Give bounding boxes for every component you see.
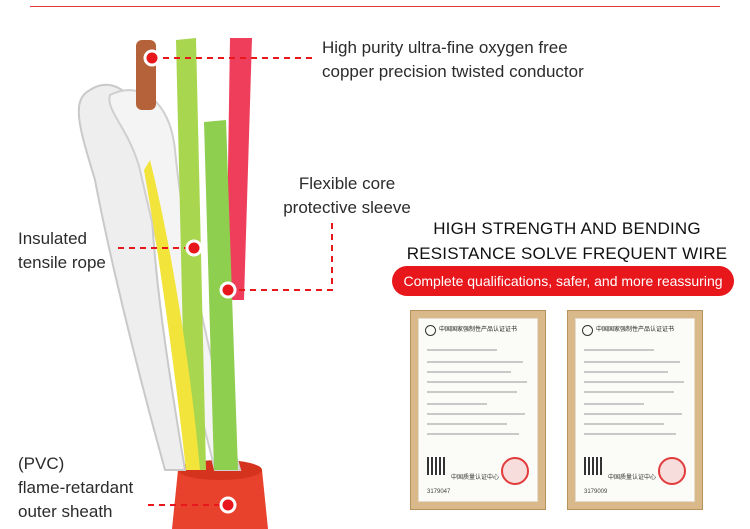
tagline-banner: Complete qualifications, safer, and more… [392, 266, 734, 296]
ccc-logo-icon [425, 325, 436, 336]
marker-sheath [219, 496, 237, 514]
official-seal-icon [658, 457, 686, 485]
callout-sheath: (PVC) flame-retardant outer sheath [18, 454, 134, 521]
ccc-logo-icon [582, 325, 593, 336]
callout-rope: Insulated tensile rope [18, 229, 106, 272]
certificate-issuer: 中国质量认证中心 [451, 475, 500, 481]
outer-sheath [172, 470, 268, 529]
marker-sleeve [219, 281, 237, 299]
top-divider [30, 6, 720, 7]
certificate-2: 中国国家强制性产品认证证书 中国质量认证中心 3179009 [567, 310, 703, 510]
callout-sleeve: Flexible core protective sleeve [283, 174, 411, 217]
red-core [226, 38, 252, 300]
yellow-core [144, 160, 200, 470]
certificate-number: 3179047 [427, 489, 451, 495]
marker-rope [185, 239, 203, 257]
certificate-title: 中国国家强制性产品认证证书 [439, 327, 518, 333]
certificate-title: 中国国家强制性产品认证证书 [596, 327, 675, 333]
green-core [204, 120, 238, 470]
leader-sleeve [228, 222, 333, 291]
certificate-1: 中国国家强制性产品认证证书 中国质量认证中心 3179047 [410, 310, 546, 510]
qr-code-icon [427, 457, 445, 475]
qr-code-icon [584, 457, 602, 475]
certificate-issuer: 中国质量认证中心 [608, 475, 657, 481]
certificate-number: 3179009 [584, 489, 608, 495]
callout-conductor: High purity ultra-fine oxygen free coppe… [322, 38, 584, 81]
headline: HIGH STRENGTH AND BENDING RESISTANCE SOL… [406, 219, 728, 263]
official-seal-icon [501, 457, 529, 485]
marker-conductor [143, 49, 161, 67]
